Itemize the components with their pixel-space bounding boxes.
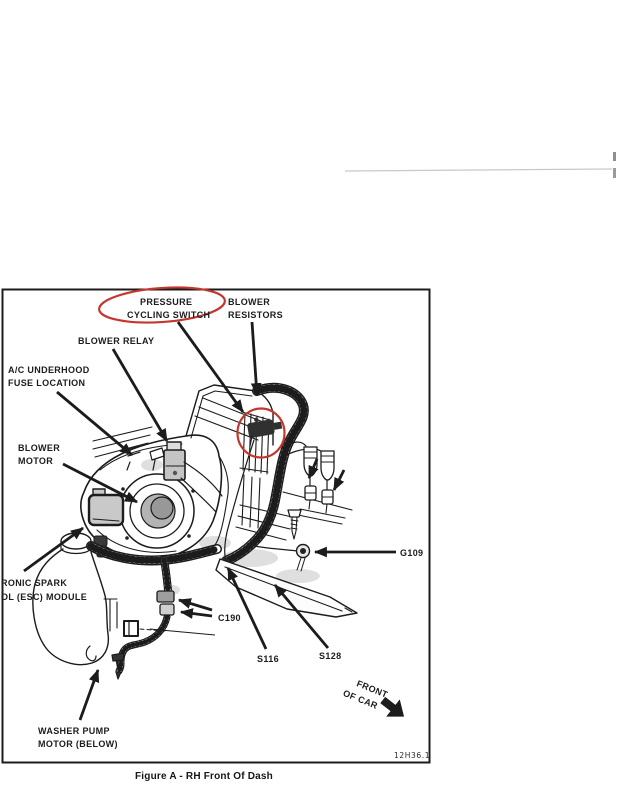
motor-label-line1: BLOWER — [18, 443, 60, 453]
washer-label-line1: WASHER PUMP — [38, 726, 110, 736]
scan-artifact — [613, 168, 616, 178]
screw-drawing — [287, 509, 302, 540]
leader-arrows — [23, 321, 396, 721]
g109-ground-drawing — [295, 543, 311, 572]
blower-relay-drawing — [149, 441, 186, 481]
front-of-car-label: FRONT OF CAR — [342, 678, 390, 711]
arrow-connector-b — [332, 469, 346, 491]
g109-label: G109 — [400, 548, 423, 558]
s128-label: S128 — [319, 651, 341, 661]
c190-connectors-drawing — [156, 590, 175, 616]
pcs-label-line1: PRESSURE — [140, 297, 192, 307]
hanging-connectors-drawing — [303, 446, 335, 514]
arrow-esc-module — [23, 526, 84, 573]
arrow-s128 — [273, 584, 330, 649]
front-of-car-arrow — [380, 696, 405, 717]
esc-label-line2: OL (ESC) MODULE — [1, 592, 87, 602]
figure-code: 12H36.1 — [394, 751, 430, 760]
s116-label: S116 — [257, 654, 279, 664]
arrow-connector-a — [307, 458, 319, 479]
motor-label-line2: MOTOR — [18, 456, 53, 466]
resistors-label-line1: BLOWER — [228, 297, 270, 307]
figure-border — [1, 288, 431, 764]
arrow-ac-fuse — [56, 390, 133, 457]
highlight-circle-pcs-component — [236, 407, 286, 459]
faint-scan-line — [344, 168, 613, 172]
arrow-c190-lower — [179, 608, 213, 619]
figure-caption: Figure A - RH Front Of Dash — [135, 771, 273, 782]
pressure-cycling-switch-drawing — [247, 417, 283, 447]
thin-leader-c190 — [149, 628, 216, 636]
resistors-label-line2: RESISTORS — [228, 310, 283, 320]
arrow-c190-upper — [177, 598, 213, 612]
esc-label-line1: RONIC SPARK — [1, 578, 67, 588]
pcs-label-line2: CYCLING SWITCH — [127, 310, 210, 320]
washer-pump-bolt-drawing — [111, 652, 125, 680]
harness-conduits — [86, 382, 309, 675]
arrow-washer-pump — [78, 668, 100, 721]
arrow-blower-motor — [62, 462, 138, 504]
fuse-label-line2: FUSE LOCATION — [8, 378, 85, 388]
scan-artifact — [613, 152, 616, 161]
fuse-label-line1: A/C UNDERHOOD — [8, 365, 90, 375]
arrow-blower-relay — [111, 348, 169, 442]
highlight-ellipse-pcs-label — [98, 286, 226, 324]
arrow-blower-resistors — [250, 321, 262, 397]
relay-label: BLOWER RELAY — [78, 336, 154, 346]
arrow-s116 — [226, 567, 268, 650]
arrow-pressure-cycling-switch — [176, 321, 245, 413]
washer-label-line2: MOTOR (BELOW) — [38, 739, 118, 749]
c190-label: C190 — [218, 613, 241, 623]
